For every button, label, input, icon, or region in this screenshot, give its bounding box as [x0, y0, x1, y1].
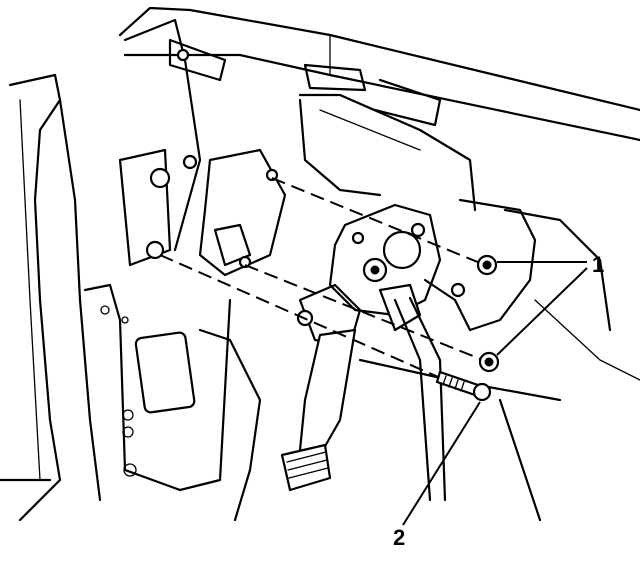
- callout-label-2: 2: [393, 525, 405, 550]
- right-body-panel: [450, 198, 640, 381]
- left-body-panel: [0, 73, 102, 522]
- center-pillar: [83, 18, 232, 492]
- nut-upper: [476, 254, 498, 276]
- mounting-bracket: [145, 148, 287, 277]
- callout-label-1: 1: [592, 252, 604, 277]
- floor-panel: [198, 328, 562, 522]
- nut-lower: [478, 351, 500, 373]
- clutch-pedal: [280, 328, 357, 492]
- bolt: [435, 370, 492, 402]
- leader-2: [402, 401, 481, 526]
- column-bracket: [298, 93, 477, 212]
- alignment-lines: [159, 177, 489, 381]
- dash-rail: [118, 6, 640, 142]
- pedal-bracket-assembly: [296, 203, 472, 502]
- leader-1-lower: [496, 267, 588, 356]
